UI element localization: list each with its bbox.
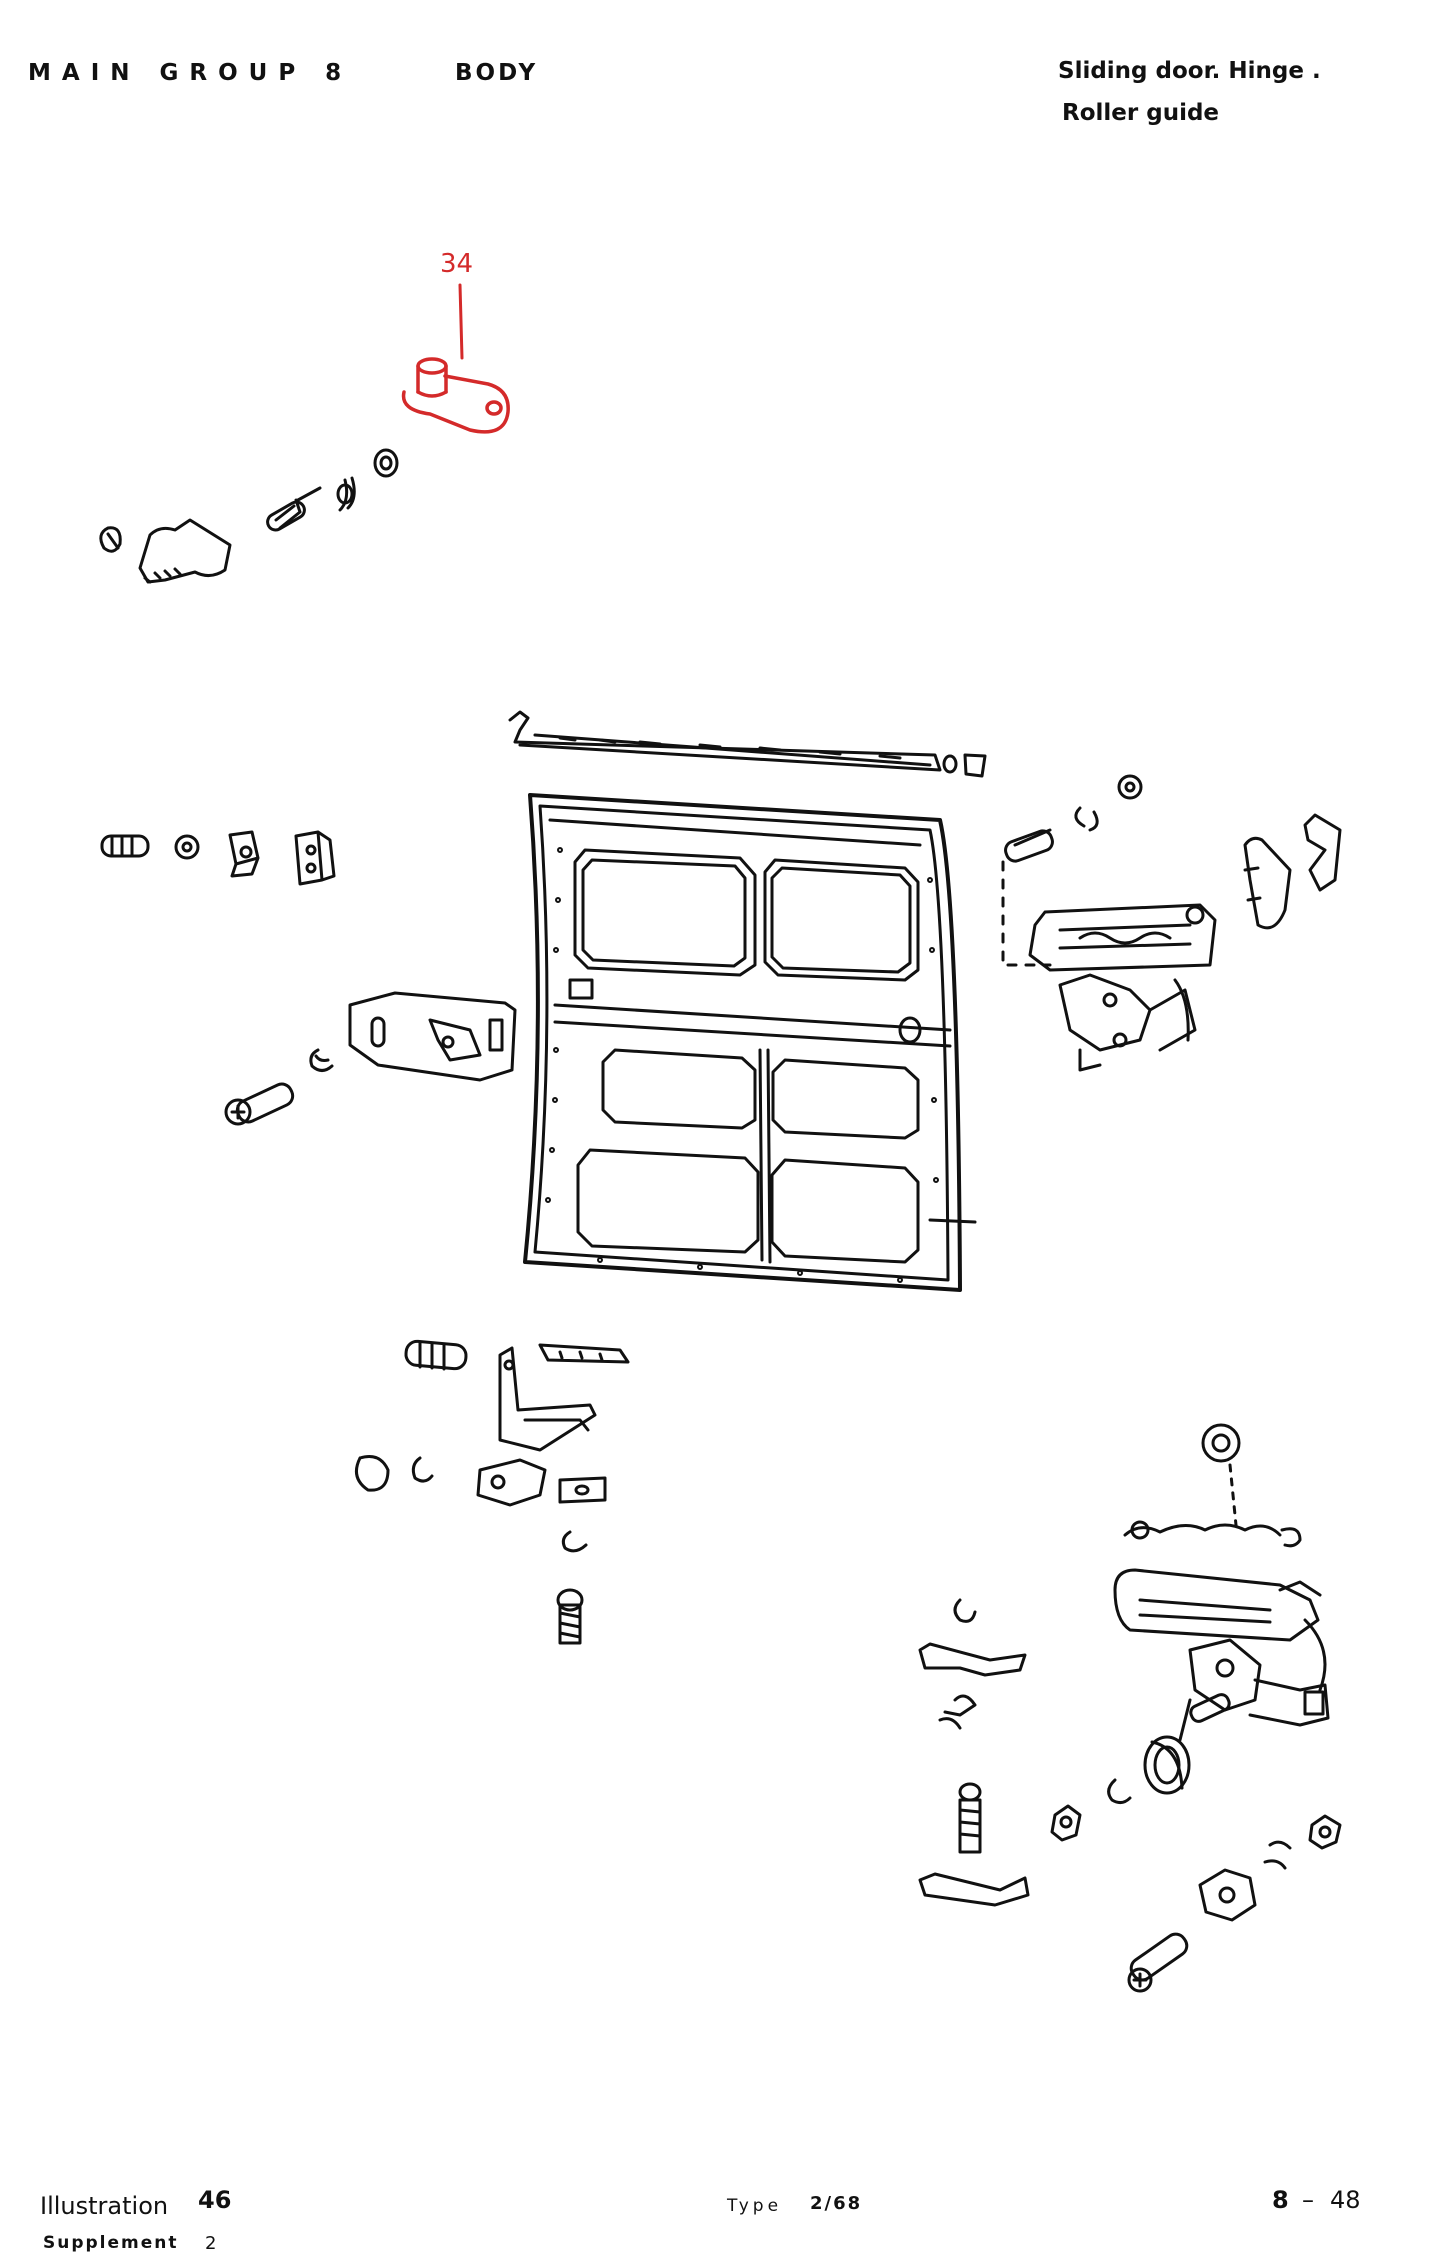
highlighted-hinge-pin <box>401 357 510 434</box>
page-number-sub: 48 <box>1330 2186 1361 2214</box>
main-group-heading: MAIN GROUP 8 <box>28 60 353 86</box>
type-value: 2/68 <box>810 2193 863 2214</box>
supplement-number: 2 <box>205 2233 217 2254</box>
illustration-number: 46 <box>198 2186 232 2214</box>
front-lock-parts <box>100 830 517 1126</box>
lower-hinge-assembly <box>354 1339 630 1645</box>
type-label: Type <box>727 2196 783 2216</box>
section-heading: BODY <box>455 60 539 86</box>
callout-34[interactable]: 34 <box>401 249 510 434</box>
supplement-label: Supplement <box>43 2233 179 2253</box>
upper-guide-rail <box>508 710 987 778</box>
diagram-title-line1: Sliding door. Hinge . <box>1058 58 1321 84</box>
upper-bracket-group <box>99 448 399 584</box>
lower-roller-assembly <box>918 1423 1342 1993</box>
diagram-title-line2: Roller guide <box>1062 100 1220 126</box>
illustration-label: Illustration <box>40 2192 169 2220</box>
page-number-dash: – <box>1302 2186 1314 2214</box>
sliding-door-panel <box>523 793 977 1292</box>
page-number-main: 8 <box>1272 2186 1289 2214</box>
callout-number: 34 <box>440 249 473 279</box>
center-roller-arm <box>1001 774 1342 1072</box>
